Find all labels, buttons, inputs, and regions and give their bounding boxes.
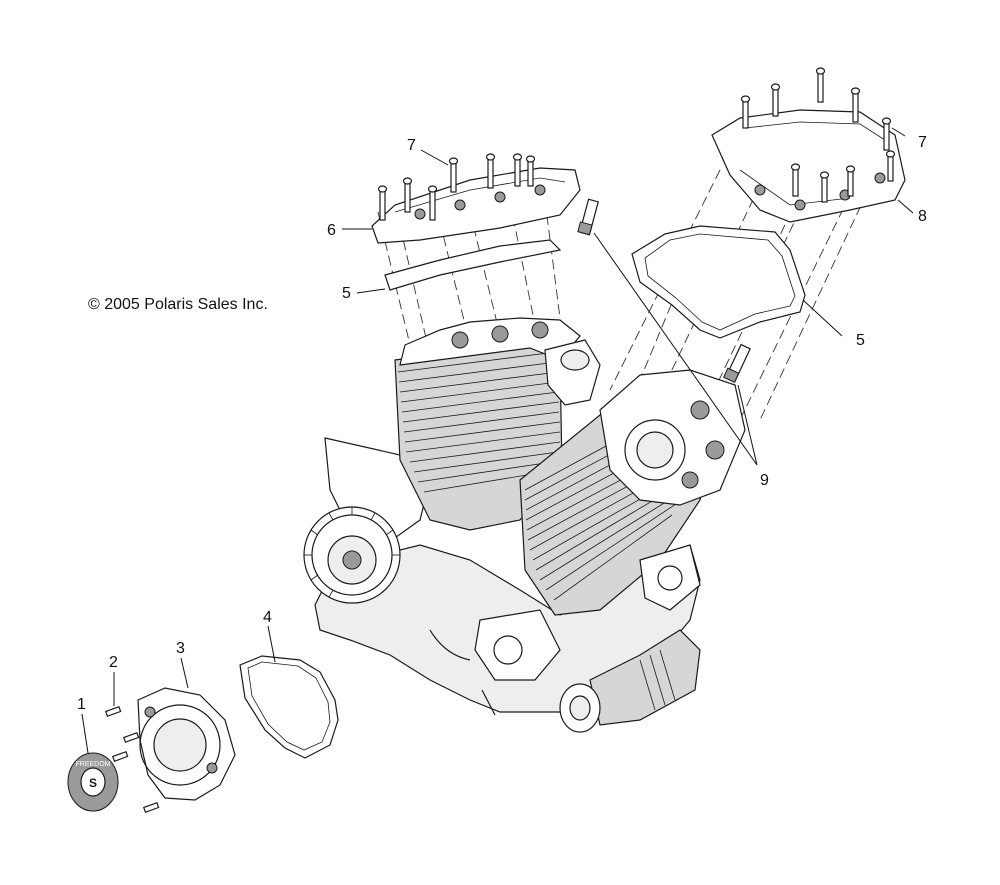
engine-assembly (303, 317, 746, 733)
leader-lines (81, 127, 914, 754)
callout-5-left: 5 (342, 285, 351, 302)
callout-8: 8 (918, 208, 927, 225)
callout-2: 2 (109, 654, 118, 671)
callout-3: 3 (176, 640, 185, 657)
left-cover-gasket (384, 239, 562, 291)
badge-text: FREEDOM (76, 761, 111, 768)
callout-1: 1 (77, 696, 86, 713)
spark-plug-lower (722, 343, 751, 383)
svg-text:S: S (89, 776, 97, 790)
right-valve-cover (711, 109, 906, 223)
callout-4: 4 (263, 609, 272, 626)
primary-cover (137, 687, 236, 801)
callout-5-right: 5 (856, 332, 865, 349)
callout-6: 6 (327, 222, 336, 239)
callout-7-right: 7 (918, 134, 927, 151)
left-cover-bolts (377, 153, 536, 221)
cover-gasket (239, 655, 339, 759)
spark-plug-upper (577, 198, 599, 236)
callout-7-left: 7 (407, 137, 416, 154)
callout-9: 9 (760, 472, 769, 489)
freedom-badge: S FREEDOM (67, 752, 119, 812)
left-valve-cover (371, 167, 581, 244)
right-cover-gasket (631, 225, 806, 339)
cover-screws (104, 705, 160, 813)
right-cover-bolts (740, 67, 896, 203)
copyright-text: © 2005 Polaris Sales Inc. (88, 296, 268, 313)
